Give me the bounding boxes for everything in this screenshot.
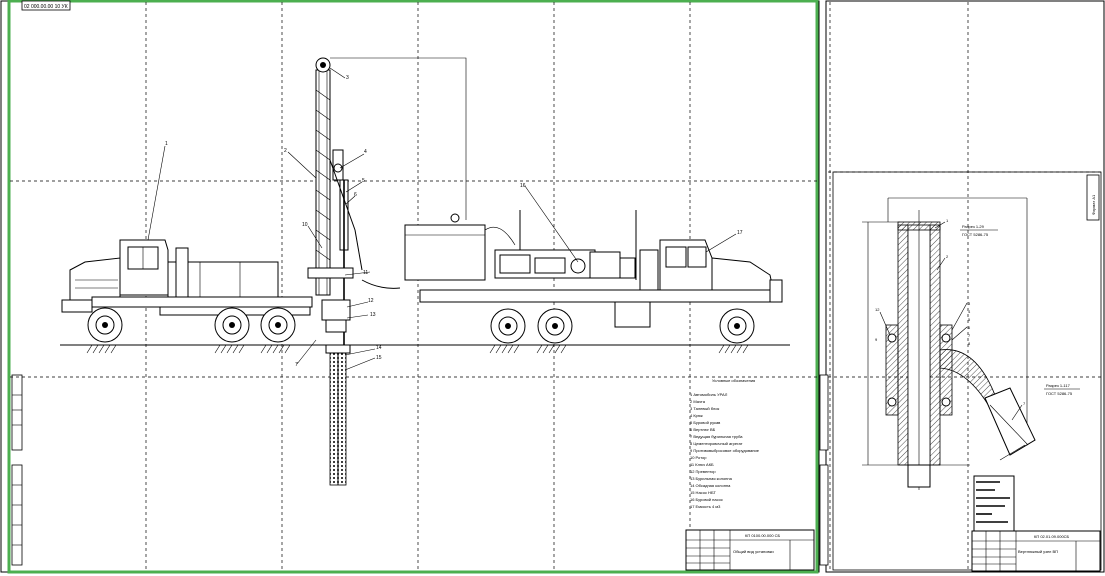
section-labels: Разрез 1-29 ГОСТ 5286-75 Разрез 1-117 ГО… [960,224,1080,396]
callout-3: 3 [346,75,349,81]
stamp-title-sheet1: Общий вид установки [733,549,774,554]
svg-text:2 Мачта: 2 Мачта [690,399,706,404]
stamp-code-sheet2: КП 02.01.09.000СБ [1034,534,1070,539]
callout-13: 15 [376,355,382,361]
callout-5: 5 [362,178,365,184]
carrier-truck[interactable] [61,239,313,354]
drill-string[interactable] [325,344,351,486]
svg-text:5 Буровой рукав: 5 Буровой рукав [690,420,720,425]
svg-text:1 Автомобиль УРАЛ: 1 Автомобиль УРАЛ [690,392,728,397]
sheet-1: 02 000.00.00 10 УК [0,0,820,574]
selection-frame[interactable] [7,0,819,574]
svg-text:11 Ключ АКБ: 11 Ключ АКБ [690,462,714,467]
swivel-section[interactable] [862,197,1036,490]
svg-text:12 Превентор: 12 Превентор [690,469,716,474]
svg-text:4 Крюк: 4 Крюк [690,413,703,418]
title-block-sheet1: КП 0100.00.000 СБ Общий вид установки [685,529,815,571]
svg-text:9 Противовыбросовое оборудован: 9 Противовыбросовое оборудование [690,448,760,453]
callout-6: 6 [354,192,357,198]
svg-text:8 Цементировочный агрегат: 8 Цементировочный агрегат [690,441,743,446]
svg-text:14 Обсадная колонна: 14 Обсадная колонна [690,483,731,488]
svg-text:2: 2 [946,254,949,259]
callouts-sheet1: 1 2 3 4 5 6 7 11 10 12 13 14 15 [147,67,743,371]
stamp-code-sheet1: КП 0100.00.000 СБ [745,533,781,538]
callout-4: 4 [364,149,367,155]
svg-text:8: 8 [968,341,971,346]
wheel [214,307,250,343]
drilling-mast[interactable] [307,57,467,345]
svg-text:6: 6 [968,325,971,330]
svg-text:7 Ведущая бурильная труба: 7 Ведущая бурильная труба [690,434,743,439]
sheet1-corner-code: 02 000.00.00 10 УК [24,4,68,10]
format-label: Формат А1 [1091,194,1096,215]
pump-truck[interactable] [404,210,783,354]
grid-lines-sheet2 [828,2,1102,570]
callout-7: 7 [295,362,298,368]
svg-text:10 Ротор: 10 Ротор [690,455,707,460]
wheel [719,308,755,344]
sheet-2: Формат А1 [819,0,1105,573]
svg-text:4: 4 [968,309,971,314]
callout-12: 14 [376,345,382,351]
callout-11: 13 [370,312,376,318]
svg-text:13 Бурильная колонна: 13 Бурильная колонна [690,476,733,481]
parts-table-sheet2 [973,475,1015,532]
section-b-label: Разрез 1-117 [1046,383,1071,388]
spec-list: Условные обозначения 1 Автомобиль УРАЛ 2… [690,378,760,509]
svg-text:7: 7 [968,333,971,338]
svg-text:1: 1 [946,218,949,223]
connection-hose [361,279,401,289]
svg-text:16 Буровой насос: 16 Буровой насос [690,497,723,502]
stamp-title-sheet2: Вертлюжный узел ВП [1018,549,1058,554]
left-margin-strips [11,374,23,566]
section-a-std: ГОСТ 5286-75 [962,232,989,237]
wheel [537,308,573,344]
callout-8: 11 [363,270,368,276]
wheel [260,307,296,343]
svg-text:3 Талевый блок: 3 Талевый блок [690,406,719,411]
svg-text:6 Вертлюг ВБ: 6 Вертлюг ВБ [690,427,716,432]
title-block-sheet2: КП 02.01.09.000СБ Вертлюжный узел ВП [971,530,1101,572]
svg-text:5: 5 [968,317,971,322]
wheel [87,307,123,343]
callout-10: 12 [368,298,374,304]
callout-15: 17 [737,230,743,236]
callouts-sheet2: 1 2 3 4 5 6 7 8 9 12 7 [875,218,1026,421]
svg-text:17 Емкость 4 м3: 17 Емкость 4 м3 [690,504,721,509]
wheel [490,308,526,344]
callout-14: 16 [520,183,526,189]
svg-text:15 Насос НБТ: 15 Насос НБТ [690,490,716,495]
section-a-label: Разрез 1-29 [962,224,985,229]
svg-text:7: 7 [1023,401,1026,406]
callout-1: 1 [165,141,168,147]
callout-2: 2 [284,148,287,154]
svg-text:12: 12 [875,307,880,312]
svg-text:9: 9 [875,337,878,342]
callout-9: 10 [302,222,308,228]
spec-title: Условные обозначения [712,378,755,383]
svg-text:3: 3 [968,301,971,306]
section-b-std: ГОСТ 5286-75 [1046,391,1073,396]
